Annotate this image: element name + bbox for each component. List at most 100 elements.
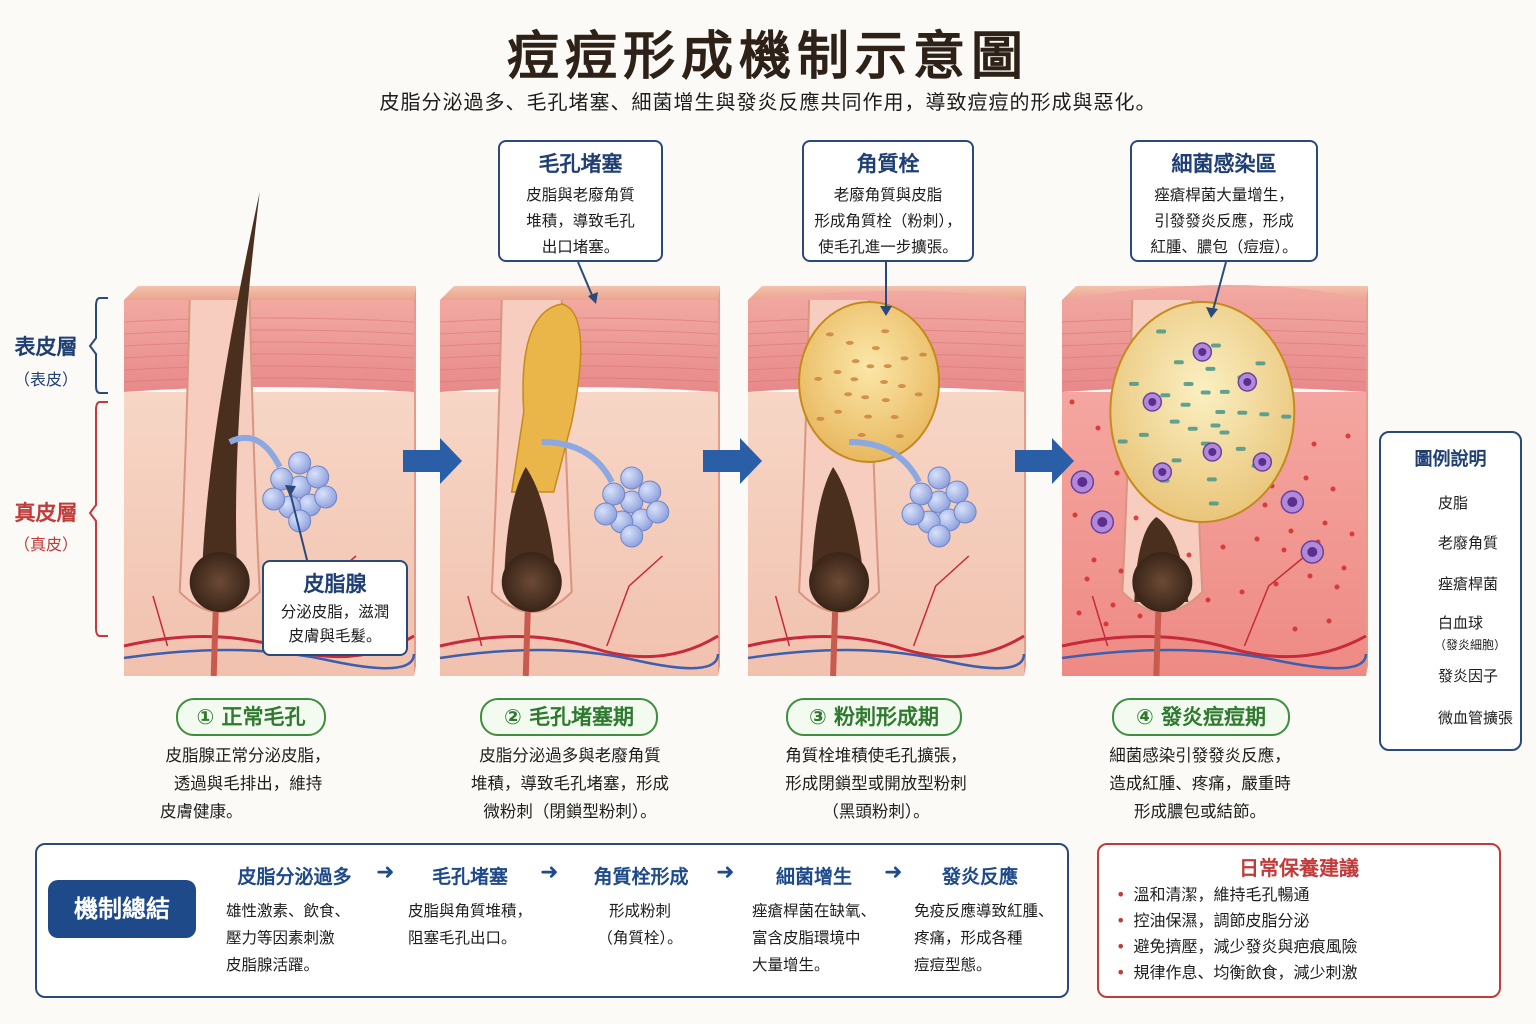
stage-desc-2: 皮脂分泌過多與老廢角質 堆積，導致毛孔堵塞，形成 微粉刺（閉鎖型粉刺）。 bbox=[440, 742, 700, 826]
summary-line: 痤瘡桿菌在缺氧、 bbox=[752, 902, 877, 920]
care-item: • 控油保濕，調節皮脂分泌 bbox=[1116, 908, 1496, 934]
sebaceous-callout-title: 皮脂腺 bbox=[303, 572, 367, 596]
care-item-text: 控油保濕，調節皮脂分泌 bbox=[1133, 911, 1310, 930]
sebaceous-pointer bbox=[289, 491, 311, 573]
summary-step-body-2: 皮脂與角質堆積， 阻塞毛孔出口。 bbox=[408, 898, 568, 952]
skin-panel-2 bbox=[439, 286, 720, 677]
stage-desc-line: 形成膿包或結節。 bbox=[1134, 802, 1266, 821]
legend-title: 圖例說明 bbox=[1414, 449, 1487, 470]
stage-arrow-3 bbox=[1015, 438, 1074, 484]
stage-desc-line: 細菌感染引發發炎反應， bbox=[1109, 746, 1291, 765]
summary-step-body-1: 雄性激素、飲食、 壓力等因素刺激 皮脂腺活躍。 bbox=[226, 898, 386, 979]
care-item: • 溫和清潔，維持毛孔暢通 bbox=[1116, 882, 1496, 908]
care-item: •規律作息、均衡飲食，減少刺激 bbox=[1116, 960, 1496, 986]
bullet-icon: • bbox=[1116, 937, 1126, 956]
summary-line: 疼痛，形成各種 bbox=[914, 929, 1023, 947]
stage-tag-4: ④ 發炎痘痘期 bbox=[1112, 698, 1290, 736]
summary-arrow-icon: ➜ bbox=[376, 860, 395, 885]
stage-desc-line: 皮脂分泌過多與老廢角質 bbox=[479, 746, 661, 765]
clog-callout-line: 出口堵塞。 bbox=[541, 238, 620, 256]
epidermis-sub-label: （表皮） bbox=[13, 370, 78, 389]
bullet-icon: • bbox=[1116, 911, 1126, 930]
summary-line: 阻塞毛孔出口。 bbox=[408, 929, 517, 947]
legend-panel: 圖例說明 bbox=[1379, 431, 1522, 751]
care-item-text: 溫和清潔，維持毛孔暢通 bbox=[1133, 885, 1310, 904]
summary-line: 富含皮脂環境中 bbox=[752, 929, 861, 947]
summary-step-body-5: 免疫反應導致紅腫、 疼痛，形成各種 痘痘型態。 bbox=[914, 898, 1066, 979]
summary-line: 大量增生。 bbox=[752, 956, 830, 974]
plug-callout-title: 角質栓 bbox=[856, 152, 920, 176]
sebaceous-callout-line: 分泌皮脂，滋潤 bbox=[280, 603, 390, 621]
infection-callout-line: 痤瘡桿菌大量增生， bbox=[1154, 186, 1294, 204]
legend-label-capillary: 微血管擴張 bbox=[1438, 709, 1514, 727]
stage-arrow-1 bbox=[403, 438, 462, 484]
page-subtitle: 皮脂分泌過多、毛孔堵塞、細菌增生與發炎反應共同作用，導致痘痘的形成與惡化。 bbox=[379, 90, 1157, 114]
clog-callout-line: 皮脂與老廢角質 bbox=[526, 186, 635, 204]
stage-desc-1: 皮脂腺正常分泌皮脂， 透過與毛排出，維持 皮膚健康。 bbox=[128, 742, 368, 826]
dermis-label: 真皮層 bbox=[14, 501, 78, 525]
clog-callout-title: 毛孔堵塞 bbox=[538, 152, 623, 176]
summary-step-body-4: 痤瘡桿菌在缺氧、 富含皮脂環境中 大量增生。 bbox=[752, 898, 902, 979]
daily-care-panel bbox=[1097, 843, 1501, 998]
summary-arrow-icon: ➜ bbox=[540, 860, 559, 885]
care-item: • 避免擠壓，減少發炎與疤痕風險 bbox=[1116, 934, 1496, 960]
summary-step-head-1: 皮脂分泌過多 bbox=[237, 866, 352, 888]
clog-pointer bbox=[577, 261, 595, 301]
stage-desc-line: （黑頭粉刺）。 bbox=[822, 802, 930, 821]
stage-tag-1: ① 正常毛孔 bbox=[176, 698, 326, 736]
summary-line: 雄性激素、飲食、 bbox=[226, 902, 351, 920]
bullet-icon: • bbox=[1116, 963, 1126, 982]
summary-line: 痘痘型態。 bbox=[914, 956, 992, 974]
bullet-icon: • bbox=[1116, 885, 1126, 904]
summary-arrow-icon: ➜ bbox=[716, 860, 735, 885]
page-title: 痘痘形成機制示意圖 bbox=[506, 26, 1029, 87]
legend-label-keratin: 老廢角質 bbox=[1438, 534, 1499, 552]
summary-step-head-4: 細菌增生 bbox=[775, 866, 852, 888]
infection-callout-line: 紅腫、膿包（痘痘）。 bbox=[1150, 238, 1298, 256]
stage-desc-line: 形成閉鎖型或開放型粉刺 bbox=[785, 774, 967, 793]
plug-callout-line: 形成角質栓（粉刺）， bbox=[814, 212, 962, 230]
summary-step-head-5: 發炎反應 bbox=[941, 866, 1018, 888]
infection-pointer bbox=[1211, 261, 1227, 315]
clog-callout: 毛孔堵塞 皮脂與老廢角質 堆積，導致毛孔 出口堵塞。 bbox=[498, 140, 663, 262]
stage-desc-4: 細菌感染引發發炎反應， 造成紅腫、疼痛，嚴重時 形成膿包或結節。 bbox=[1072, 742, 1328, 826]
sebaceous-callout: 皮脂腺 分泌皮脂，滋潤 皮膚與毛髮。 bbox=[262, 560, 408, 656]
legend-label-bacteria: 痤瘡桿菌 bbox=[1438, 575, 1499, 593]
stage-desc-line: 皮脂腺正常分泌皮脂， bbox=[165, 746, 331, 765]
summary-line: 皮脂與角質堆積， bbox=[408, 902, 533, 920]
summary-line: 形成粉刺 bbox=[608, 902, 671, 920]
infection-callout-line: 引發發炎反應，形成 bbox=[1154, 212, 1294, 230]
dermis-bracket bbox=[88, 401, 108, 637]
mechanism-summary bbox=[35, 843, 1069, 998]
epidermis-label: 表皮層 bbox=[14, 335, 78, 359]
stage-arrow-2 bbox=[703, 438, 762, 484]
legend-label-sebum: 皮脂 bbox=[1438, 494, 1469, 512]
stage-desc-line: 微粉刺（閉鎖型粉刺）。 bbox=[483, 802, 657, 821]
stage-desc-line: 造成紅腫、疼痛，嚴重時 bbox=[1109, 774, 1291, 793]
legend-sub-wbc: （發炎細胞） bbox=[1434, 638, 1507, 652]
care-item-text: 避免擠壓，減少發炎與疤痕風險 bbox=[1133, 937, 1358, 956]
sebaceous-callout-line: 皮膚與毛髮。 bbox=[288, 627, 382, 645]
stage-tag-3: ③ 粉刺形成期 bbox=[786, 698, 962, 736]
stage-desc-line: 角質栓堆積使毛孔擴張， bbox=[785, 746, 967, 765]
plug-callout-line: 老廢角質與皮脂 bbox=[833, 186, 943, 204]
legend-label-inflammatory: 發炎因子 bbox=[1438, 667, 1499, 685]
plug-callout-line: 使毛孔進一步擴張。 bbox=[818, 238, 958, 256]
summary-arrow-icon: ➜ bbox=[884, 860, 903, 885]
summary-step-head-3: 角質栓形成 bbox=[593, 866, 689, 888]
epidermis-bracket bbox=[88, 297, 108, 394]
care-title: 日常保養建議 bbox=[1239, 856, 1359, 880]
stage-desc-line: 透過與毛排出，維持 bbox=[173, 774, 323, 793]
legend-label-wbc: 白血球 bbox=[1438, 614, 1484, 632]
summary-step-head-2: 毛孔堵塞 bbox=[431, 866, 508, 888]
summary-line: 壓力等因素刺激 bbox=[226, 929, 335, 947]
infection-callout-title: 細菌感染區 bbox=[1171, 152, 1277, 176]
summary-badge: 機制總結 bbox=[48, 880, 196, 938]
stage-tag-2: ② 毛孔堵塞期 bbox=[480, 698, 658, 736]
stage-desc-line: 皮膚健康。 bbox=[160, 802, 243, 821]
plug-callout: 角質栓 老廢角質與皮脂 形成角質栓（粉刺）， 使毛孔進一步擴張。 bbox=[802, 140, 974, 262]
summary-line: （角質栓）。 bbox=[597, 929, 683, 947]
skin-panel-3 bbox=[747, 286, 1026, 677]
summary-line: 皮脂腺活躍。 bbox=[226, 956, 320, 974]
